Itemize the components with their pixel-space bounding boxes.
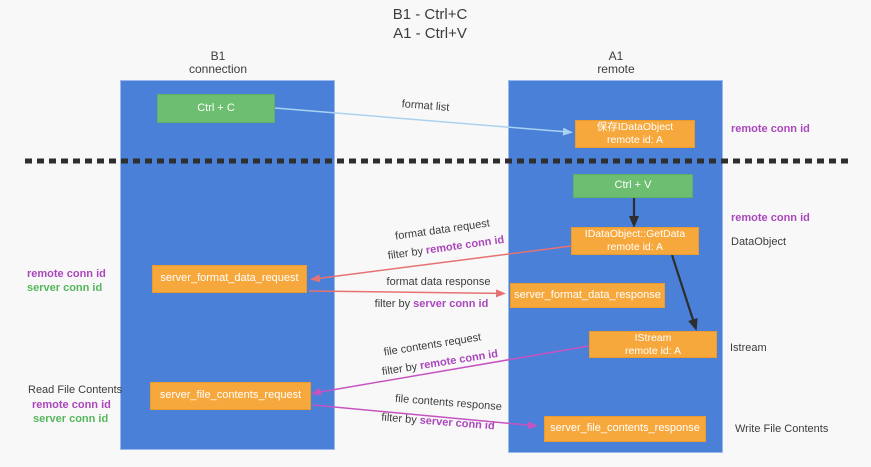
- server-file-contents-request-box: server_file_contents_request: [150, 382, 311, 410]
- lane-a1-subtitle: remote: [597, 62, 635, 76]
- save-idataobject-box: 保存IDataObject remote id: A: [575, 120, 695, 148]
- server-file-contents-response-box: server_file_contents_response: [544, 416, 706, 442]
- istream-line2: remote id: A: [624, 344, 682, 357]
- istream-line1: IStream: [634, 331, 672, 344]
- filter-term: server conn id: [413, 298, 489, 310]
- server-format-data-request-box: server_format_data_request: [152, 265, 307, 293]
- diagram-title: B1 - Ctrl+C A1 - Ctrl+V: [0, 5, 860, 43]
- lane-b1-title: B1: [210, 49, 226, 63]
- server-format-data-response-label: server_format_data_response: [514, 288, 661, 301]
- title-line-1: B1 - Ctrl+C: [392, 6, 468, 23]
- format-list-label: format list: [401, 98, 450, 114]
- remote-conn-id-label-right-2: remote conn id: [731, 212, 810, 224]
- getdata-line2: remote id: A: [606, 241, 664, 253]
- lane-a1-title: A1: [608, 49, 624, 63]
- ctrl-v-label: Ctrl + V: [614, 179, 652, 192]
- ctrl-c-label: Ctrl + C: [197, 101, 235, 114]
- title-line-2: A1 - Ctrl+V: [393, 25, 467, 42]
- save-idataobject-line2: remote id: A: [606, 134, 664, 146]
- server-format-data-response-box: server_format_data_response: [510, 283, 665, 308]
- filter-term: remote conn id: [425, 233, 505, 257]
- lane-b1-subtitle: connection: [188, 62, 248, 76]
- server-format-data-request-label: server_format_data_request: [160, 272, 299, 285]
- server-file-contents-response-label: server_file_contents_response: [550, 422, 700, 435]
- remote-conn-id-label-left-1: remote conn id: [27, 268, 106, 280]
- istream-side-label: Istream: [730, 342, 767, 354]
- filter-prefix: filter by: [381, 360, 419, 379]
- ctrl-c-box: Ctrl + C: [157, 94, 275, 123]
- server-conn-id-label-left-1: server conn id: [27, 282, 103, 294]
- file-contents-response-label: file contents response: [394, 392, 503, 414]
- remote-conn-id-label-right-1: remote conn id: [731, 123, 810, 135]
- filter-prefix: filter by: [387, 245, 424, 263]
- lane-header-a1-remote: A1 remote: [516, 50, 716, 76]
- format-data-response-label: format data response: [386, 276, 491, 288]
- dataobject-label: DataObject: [731, 236, 787, 248]
- read-file-contents-label: Read File Contents: [28, 384, 123, 396]
- write-file-contents-label: Write File Contents: [735, 423, 829, 435]
- getdata-line1: IDataObject::GetData: [584, 228, 686, 241]
- filter-term: server conn id: [419, 414, 496, 433]
- filter-prefix: filter by: [380, 411, 418, 427]
- remote-conn-id-label-left-2: remote conn id: [32, 399, 111, 411]
- format-data-response-arrow: [308, 289, 506, 298]
- filter-term: remote conn id: [419, 347, 499, 373]
- ctrl-v-box: Ctrl + V: [573, 174, 693, 198]
- idataobject-getdata-box: IDataObject::GetData remote id: A: [571, 227, 699, 255]
- filter-prefix: filter by: [374, 298, 411, 310]
- server-conn-id-label-left-2: server conn id: [33, 413, 109, 425]
- save-idataobject-line1: 保存IDataObject: [596, 121, 674, 134]
- server-file-contents-request-label: server_file_contents_request: [159, 389, 302, 402]
- lane-header-b1-connection: B1 connection: [118, 50, 318, 76]
- istream-box: IStream remote id: A: [589, 331, 717, 358]
